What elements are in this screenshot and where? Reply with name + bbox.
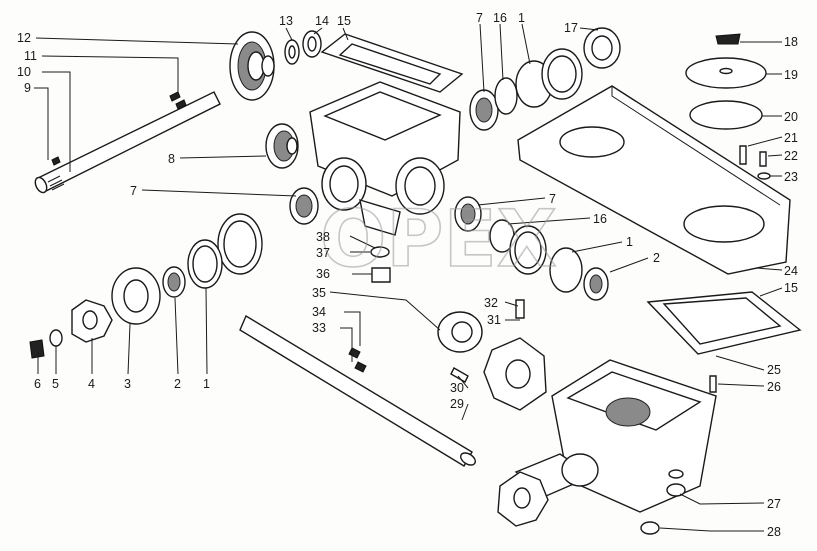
watermark-logo: OPEX (320, 195, 557, 285)
label-29: 29 (450, 397, 464, 411)
label-35: 35 (312, 286, 326, 300)
label-23: 23 (784, 170, 798, 184)
bevel-gear-small (265, 123, 299, 169)
left-drive-group (29, 213, 263, 359)
bolts-21-23 (739, 145, 771, 180)
label-3: 3 (124, 377, 131, 391)
label-20: 20 (784, 110, 798, 124)
label-7-left: 7 (130, 184, 137, 198)
label-14: 14 (315, 14, 329, 28)
label-38: 38 (316, 230, 330, 244)
covers-18-19-20 (685, 33, 767, 130)
label-16-top: 16 (493, 11, 507, 25)
leader-lines (34, 23, 783, 532)
right-seals-rings (489, 219, 609, 301)
flange-cap-17 (583, 27, 621, 69)
left-bearings-7 (289, 187, 482, 232)
label-15-lower: 15 (784, 281, 798, 295)
label-32: 32 (484, 296, 498, 310)
label-24: 24 (784, 264, 798, 278)
label-5: 5 (52, 377, 59, 391)
lower-shaft (239, 314, 476, 467)
upper-shaft (34, 91, 221, 194)
label-19: 19 (784, 68, 798, 82)
label-16-mid: 16 (593, 212, 607, 226)
label-1-left: 1 (203, 377, 210, 391)
bevel-gear-large (229, 31, 275, 101)
label-25: 25 (767, 363, 781, 377)
label-27: 27 (767, 497, 781, 511)
label-34: 34 (312, 305, 326, 319)
label-26: 26 (767, 380, 781, 394)
label-33: 33 (312, 321, 326, 335)
gasket-15-lower (646, 291, 802, 355)
part-number-labels: 13 14 15 7 16 1 17 18 12 11 10 9 19 20 2… (17, 11, 798, 539)
label-30: 30 (450, 381, 464, 395)
label-13: 13 (279, 14, 293, 28)
bolt-26 (709, 375, 717, 393)
label-21: 21 (784, 131, 798, 145)
label-18: 18 (784, 35, 798, 49)
gasket-15-top (320, 33, 464, 93)
label-10: 10 (17, 65, 31, 79)
label-37: 37 (316, 246, 330, 260)
label-8: 8 (168, 152, 175, 166)
label-12: 12 (17, 31, 31, 45)
label-7-right: 7 (549, 192, 556, 206)
label-15-top: 15 (337, 14, 351, 28)
label-17: 17 (564, 21, 578, 35)
output-sprocket (497, 471, 549, 527)
label-4: 4 (88, 377, 95, 391)
label-28: 28 (767, 525, 781, 539)
label-11: 11 (24, 49, 37, 63)
label-7-top: 7 (476, 11, 483, 25)
label-9: 9 (24, 81, 31, 95)
label-36: 36 (316, 267, 330, 281)
label-1-mid: 1 (626, 235, 633, 249)
small-parts-36-38 (370, 246, 391, 283)
label-31: 31 (487, 313, 501, 327)
label-22: 22 (784, 149, 798, 163)
washers-13-14 (284, 30, 322, 65)
label-1-top: 1 (518, 11, 525, 25)
flange-35-sprocket (437, 299, 547, 411)
bearings-top-right (469, 48, 583, 131)
label-2-mid: 2 (653, 251, 660, 265)
mounting-plate-24 (517, 85, 791, 275)
gearbox-upper-housing (309, 81, 461, 236)
label-2-left: 2 (174, 377, 181, 391)
nuts-27-28 (640, 469, 686, 535)
label-6: 6 (34, 377, 41, 391)
